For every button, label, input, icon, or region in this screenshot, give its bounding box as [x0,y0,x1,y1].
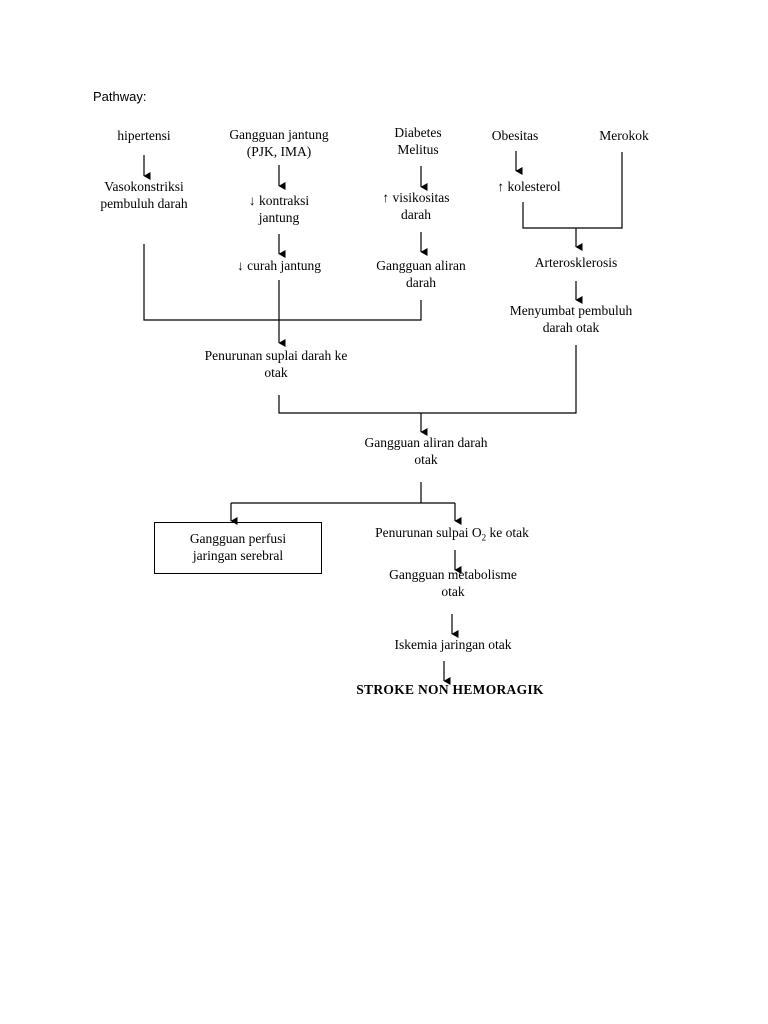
node-stroke-non-hemoragik: STROKE NON HEMORAGIK [356,682,544,697]
node-merokok: Merokok [599,128,649,143]
node-arterosklerosis: Arterosklerosis [534,255,618,270]
connector-vasokonstriksi-aliran [143,244,422,321]
node-penurunan-suplai: Penurunan suplai darah ke otak [204,348,348,380]
node-iskemia: Iskemia jaringan otak [394,637,512,652]
penurunan-o2-subscript: 2 [481,532,487,543]
node-curah-jantung: ↓ curah jantung [237,258,321,273]
node-menyumbat: Menyumbat pembuluh darah otak [509,303,633,335]
node-vasokonstriksi: Vasokonstriksi pembuluh darah [100,179,188,211]
node-diabetes: Diabetes Melitus [394,125,442,157]
node-gangguan-metabolisme: Gangguan metabolisme otak [389,567,517,599]
node-gangguan-perfusi-box: Gangguan perfusi jaringan serebral [154,522,322,574]
connector-suplai-menyumbat [278,345,577,414]
pathway-heading: Pathway: [93,89,147,104]
node-gangguan-jantung: Gangguan jantung (PJK, IMA) [229,127,329,159]
node-hipertensi: hipertensi [117,128,171,143]
node-obesitas: Obesitas [491,128,539,143]
connector-kolesterol-merokok [522,152,623,229]
penurunan-o2-prefix: Penurunan sulpai O [375,525,482,540]
node-gangguan-aliran-otak: Gangguan aliran darah otak [364,435,488,467]
node-kontraksi-jantung: ↓ kontraksi jantung [248,193,310,225]
node-visikositas: ↑ visikositas darah [382,190,450,222]
node-kolesterol: ↑ kolesterol [497,179,561,194]
node-gangguan-perfusi: Gangguan perfusi jaringan serebral [189,531,287,563]
penurunan-o2-suffix: ke otak [486,525,529,540]
node-penurunan-o2: Penurunan sulpai O2 ke otak [352,524,552,547]
node-gangguan-aliran-darah: Gangguan aliran darah [376,258,466,290]
